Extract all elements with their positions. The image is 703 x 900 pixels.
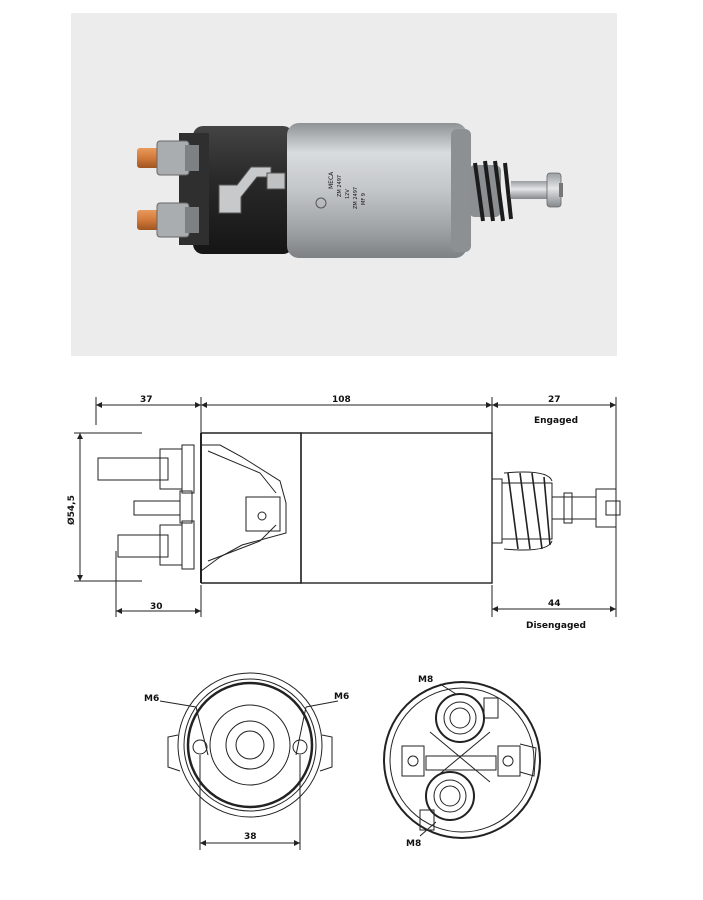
housing-marking-5: MF 9 [361, 193, 367, 205]
connection-strap [218, 166, 286, 214]
lower-terminal-stud [137, 202, 199, 238]
front-view-drawing: M6 M6 38 [144, 672, 349, 850]
housing-marking-3: 12V [345, 189, 351, 199]
dim-cap-length: 37 [140, 395, 153, 405]
side-view-drawing: 37 108 27 Engaged Ø54,5 30 44 Disengaged [66, 395, 621, 631]
upper-terminal-stud [137, 140, 199, 176]
dim-engaged-length: 27 [548, 395, 561, 405]
dim-disengaged-length: 44 [548, 599, 561, 609]
dim-body-length: 108 [332, 395, 351, 405]
label-left-thread: M6 [144, 694, 159, 704]
solenoid-photo: MECA ZM 2497 12V ZM 2497 MF 9 [137, 123, 563, 258]
dim-hole-spacing: 38 [244, 832, 257, 842]
label-right-thread: M6 [334, 692, 349, 702]
product-photo-panel: MECA ZM 2497 12V ZM 2497 MF 9 [71, 13, 617, 356]
label-bottom-terminal: M8 [406, 839, 421, 849]
dim-terminal-offset: 30 [150, 602, 163, 612]
solenoid-housing: MECA ZM 2497 12V ZM 2497 MF 9 [287, 123, 471, 258]
label-engaged: Engaged [534, 416, 578, 426]
dim-diameter: Ø54,5 [66, 495, 77, 525]
housing-marking-4: ZM 2497 [353, 187, 359, 209]
housing-marking-2: ZM 2497 [337, 175, 343, 197]
label-disengaged: Disengaged [526, 621, 586, 631]
plunger-assembly [469, 160, 563, 222]
label-top-terminal: M8 [418, 675, 433, 685]
rear-view-drawing: M8 M8 [383, 675, 541, 849]
housing-marking-1: MECA [328, 171, 335, 189]
